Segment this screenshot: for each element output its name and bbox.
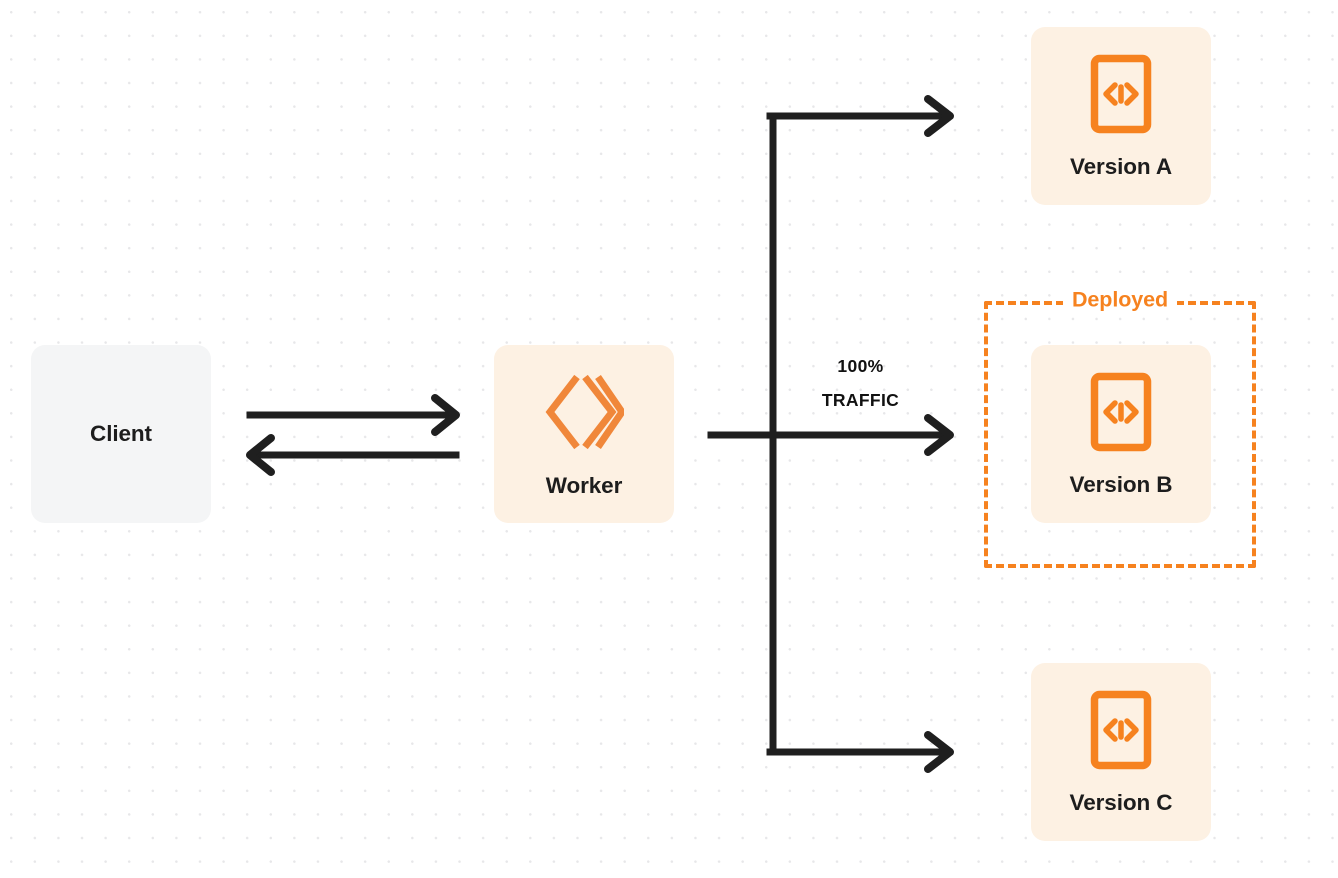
deployed-frame: Deployed [984, 289, 1256, 568]
node-version-a[interactable]: Version A [1031, 27, 1211, 205]
node-version-b-label: Version B [1069, 471, 1173, 497]
traffic-word: TRAFFIC [821, 389, 900, 410]
arrow-worker-to-client [246, 434, 460, 476]
arrow-client-to-worker [246, 394, 460, 436]
arrow-worker-to-version-c [766, 731, 954, 773]
node-client[interactable]: Client [31, 345, 211, 523]
arrow-worker-to-version-a [766, 95, 954, 137]
node-worker[interactable]: Worker [494, 345, 674, 523]
traffic-percent: 100% [837, 356, 884, 376]
node-version-c-label: Version C [1069, 789, 1173, 815]
deployed-badge: Deployed [1063, 289, 1177, 312]
cloudflare-workers-icon [544, 371, 627, 453]
node-version-a-label: Version A [1069, 153, 1173, 179]
arrow-worker-to-version-b [707, 414, 954, 456]
node-worker-label: Worker [545, 472, 623, 498]
node-version-b[interactable]: Version B [1031, 345, 1211, 523]
node-version-c[interactable]: Version C [1031, 663, 1211, 841]
code-file-icon [1090, 54, 1152, 134]
traffic-label: 100% TRAFFIC [793, 350, 928, 417]
code-file-icon [1090, 372, 1152, 452]
node-client-label: Client [90, 420, 152, 446]
code-file-icon [1090, 690, 1152, 770]
